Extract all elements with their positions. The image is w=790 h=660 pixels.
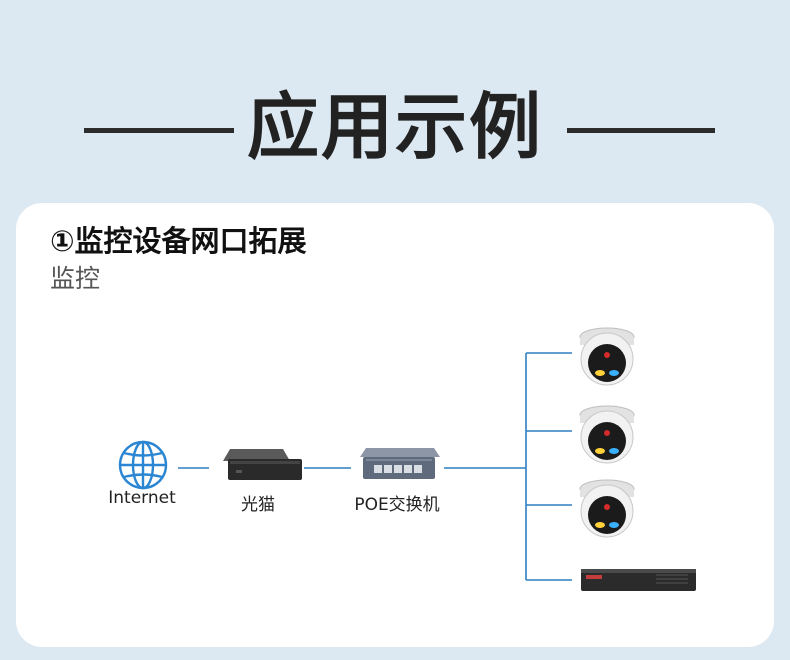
section-title: ①监控设备网口拓展	[50, 224, 307, 258]
globe-icon	[118, 440, 168, 490]
poe-switch-label: POE交换机	[354, 495, 440, 515]
dome-camera-icon	[579, 327, 635, 386]
section-subtitle: 监控	[50, 264, 101, 293]
application-card: ①监控设备网口拓展 监控	[16, 203, 774, 647]
topology-diagram	[118, 327, 696, 591]
nvr-icon	[581, 569, 696, 591]
page-title: 应用示例	[246, 85, 543, 169]
title-rule-right	[567, 128, 715, 133]
dome-camera-icon	[579, 405, 635, 464]
dome-camera-icon	[579, 479, 635, 538]
modem-label: 光猫	[241, 495, 275, 515]
internet-label: Internet	[108, 488, 176, 508]
page-header: 应用示例	[0, 0, 790, 200]
title-rule-left	[84, 128, 234, 133]
connector-lines	[178, 352, 572, 581]
modem-icon	[223, 449, 302, 480]
poe-switch-icon	[360, 448, 440, 479]
